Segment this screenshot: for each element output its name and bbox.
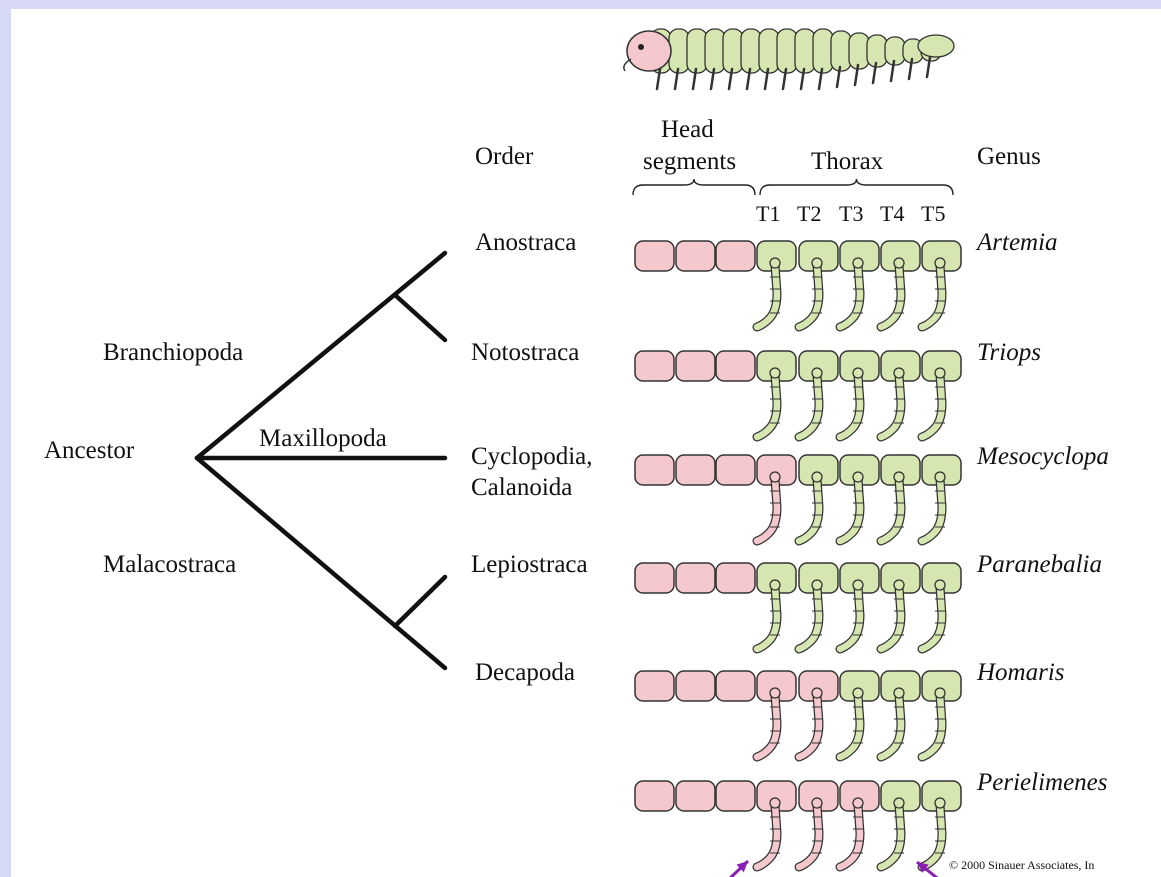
t5-label: T5 [921, 203, 945, 225]
copyright-notice: © 2000 Sinauer Associates, In [949, 858, 1094, 873]
genus-perielimenes: Perielimenes [977, 770, 1108, 795]
head-segment [635, 671, 674, 701]
t2-label: T2 [797, 203, 821, 225]
ancestor-label: Ancestor [44, 438, 134, 463]
thorax-header: Thorax [811, 149, 883, 174]
body-plan-row-6 [635, 781, 961, 811]
head-segment [716, 781, 755, 811]
genus-header: Genus [977, 144, 1041, 169]
arrow-left [727, 861, 748, 877]
head-header-line2: segments [643, 149, 736, 174]
t3-label: T3 [839, 203, 863, 225]
order-calanoida: Calanoida [471, 475, 572, 500]
head-segment [676, 455, 715, 485]
genus-paranebalia: Paranebalia [977, 552, 1102, 577]
body-plan-row-1 [635, 241, 961, 271]
genus-homaris: Homaris [977, 660, 1065, 685]
head-segment [635, 351, 674, 381]
creature-eye [638, 44, 644, 50]
head-segment [676, 351, 715, 381]
crustacean-illustration [624, 29, 954, 89]
head-segment [676, 671, 715, 701]
head-segment [676, 241, 715, 271]
tree-branch-notostraca [395, 295, 445, 340]
head-segment [716, 241, 755, 271]
genus-mesocyclopa: Mesocyclopa [977, 444, 1109, 469]
head-segment [716, 563, 755, 593]
phylogenetic-tree [197, 253, 445, 668]
body-plan-row-5 [635, 671, 961, 701]
order-notostraca: Notostraca [471, 340, 579, 365]
order-lepiostraca: Lepiostraca [471, 552, 588, 577]
order-anostraca: Anostraca [475, 230, 576, 255]
order-decapoda: Decapoda [475, 660, 575, 685]
tree-branch-lepiostraca [395, 577, 445, 626]
body-plan-row-4 [635, 563, 961, 593]
head-segment [635, 781, 674, 811]
head-segment [676, 781, 715, 811]
branchiopoda-label: Branchiopoda [103, 340, 243, 365]
genus-triops: Triops [977, 340, 1041, 365]
t4-label: T4 [880, 203, 904, 225]
head-segment [676, 563, 715, 593]
malacostraca-label: Malacostraca [103, 552, 236, 577]
order-cyclopodia: Cyclopodia, [471, 444, 593, 469]
body-plan-row-2 [635, 351, 961, 381]
head-segment [635, 455, 674, 485]
head-segments-brace [633, 179, 755, 195]
head-segment [635, 241, 674, 271]
head-segment [716, 351, 755, 381]
body-plan-row-3 [635, 455, 961, 485]
head-header-line1: Head [661, 117, 714, 142]
thorax-brace [760, 179, 953, 195]
order-header: Order [475, 144, 533, 169]
head-segment [635, 563, 674, 593]
t1-label: T1 [756, 203, 780, 225]
figure-panel: Order Head segments Thorax Genus T1 T2 T… [11, 9, 1161, 877]
head-of-creature [627, 31, 671, 71]
head-segment [716, 671, 755, 701]
genus-artemia: Artemia [977, 230, 1058, 255]
maxillopoda-label: Maxillopoda [259, 426, 387, 451]
head-segment [716, 455, 755, 485]
